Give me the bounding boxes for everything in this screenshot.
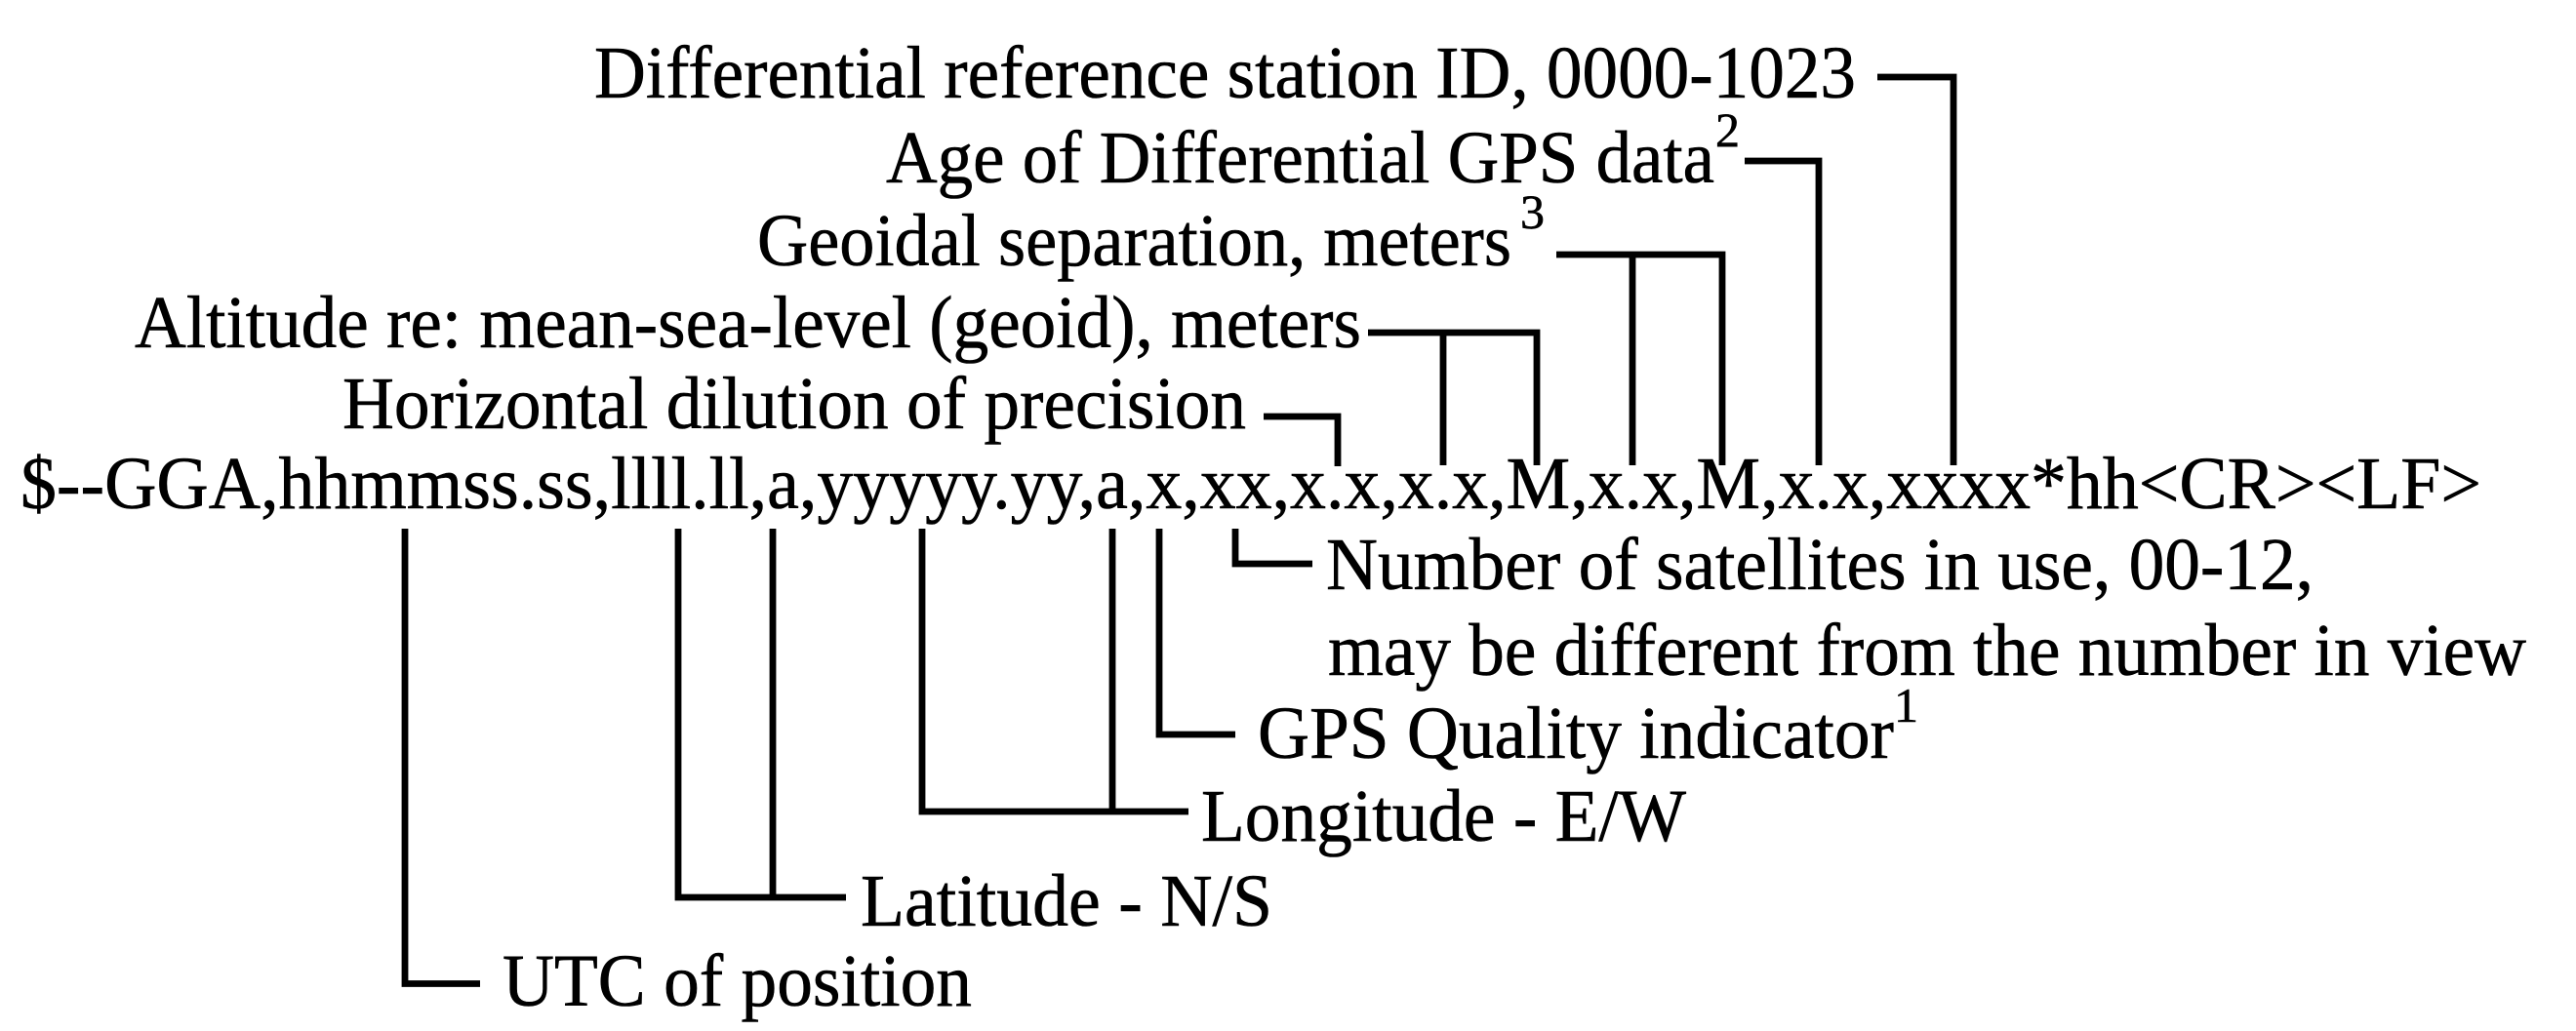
svg-text:Age of Differential GPS data: Age of Differential GPS data [886, 117, 1714, 199]
svg-text:1: 1 [1894, 678, 1918, 733]
svg-text:GPS Quality indicator: GPS Quality indicator [1258, 693, 1894, 774]
svg-text:3: 3 [1520, 184, 1545, 239]
svg-text:UTC of position: UTC of position [503, 940, 972, 1022]
svg-text:$--GGA,hhmmss.ss,llll.ll,a,yyy: $--GGA,hhmmss.ss,llll.ll,a,yyyyy.yy,a,x,… [20, 443, 2481, 525]
svg-text:Number of satellites in use, 0: Number of satellites in use, 00-12, [1326, 524, 2314, 606]
svg-text:Differential reference station: Differential reference station ID, 0000-… [594, 32, 1856, 114]
svg-text:may be different from the numb: may be different from the number in view [1328, 610, 2526, 692]
svg-text:Latitude - N/S: Latitude - N/S [861, 860, 1272, 942]
svg-text:Longitude - E/W: Longitude - E/W [1201, 775, 1686, 857]
svg-text:Geoidal separation, meters: Geoidal separation, meters [757, 200, 1511, 282]
svg-text:2: 2 [1715, 102, 1740, 157]
svg-text:Horizontal dilution of precisi: Horizontal dilution of precision [342, 363, 1246, 445]
svg-text:Altitude re: mean-sea-level (g: Altitude re: mean-sea-level (geoid), met… [135, 282, 1361, 364]
